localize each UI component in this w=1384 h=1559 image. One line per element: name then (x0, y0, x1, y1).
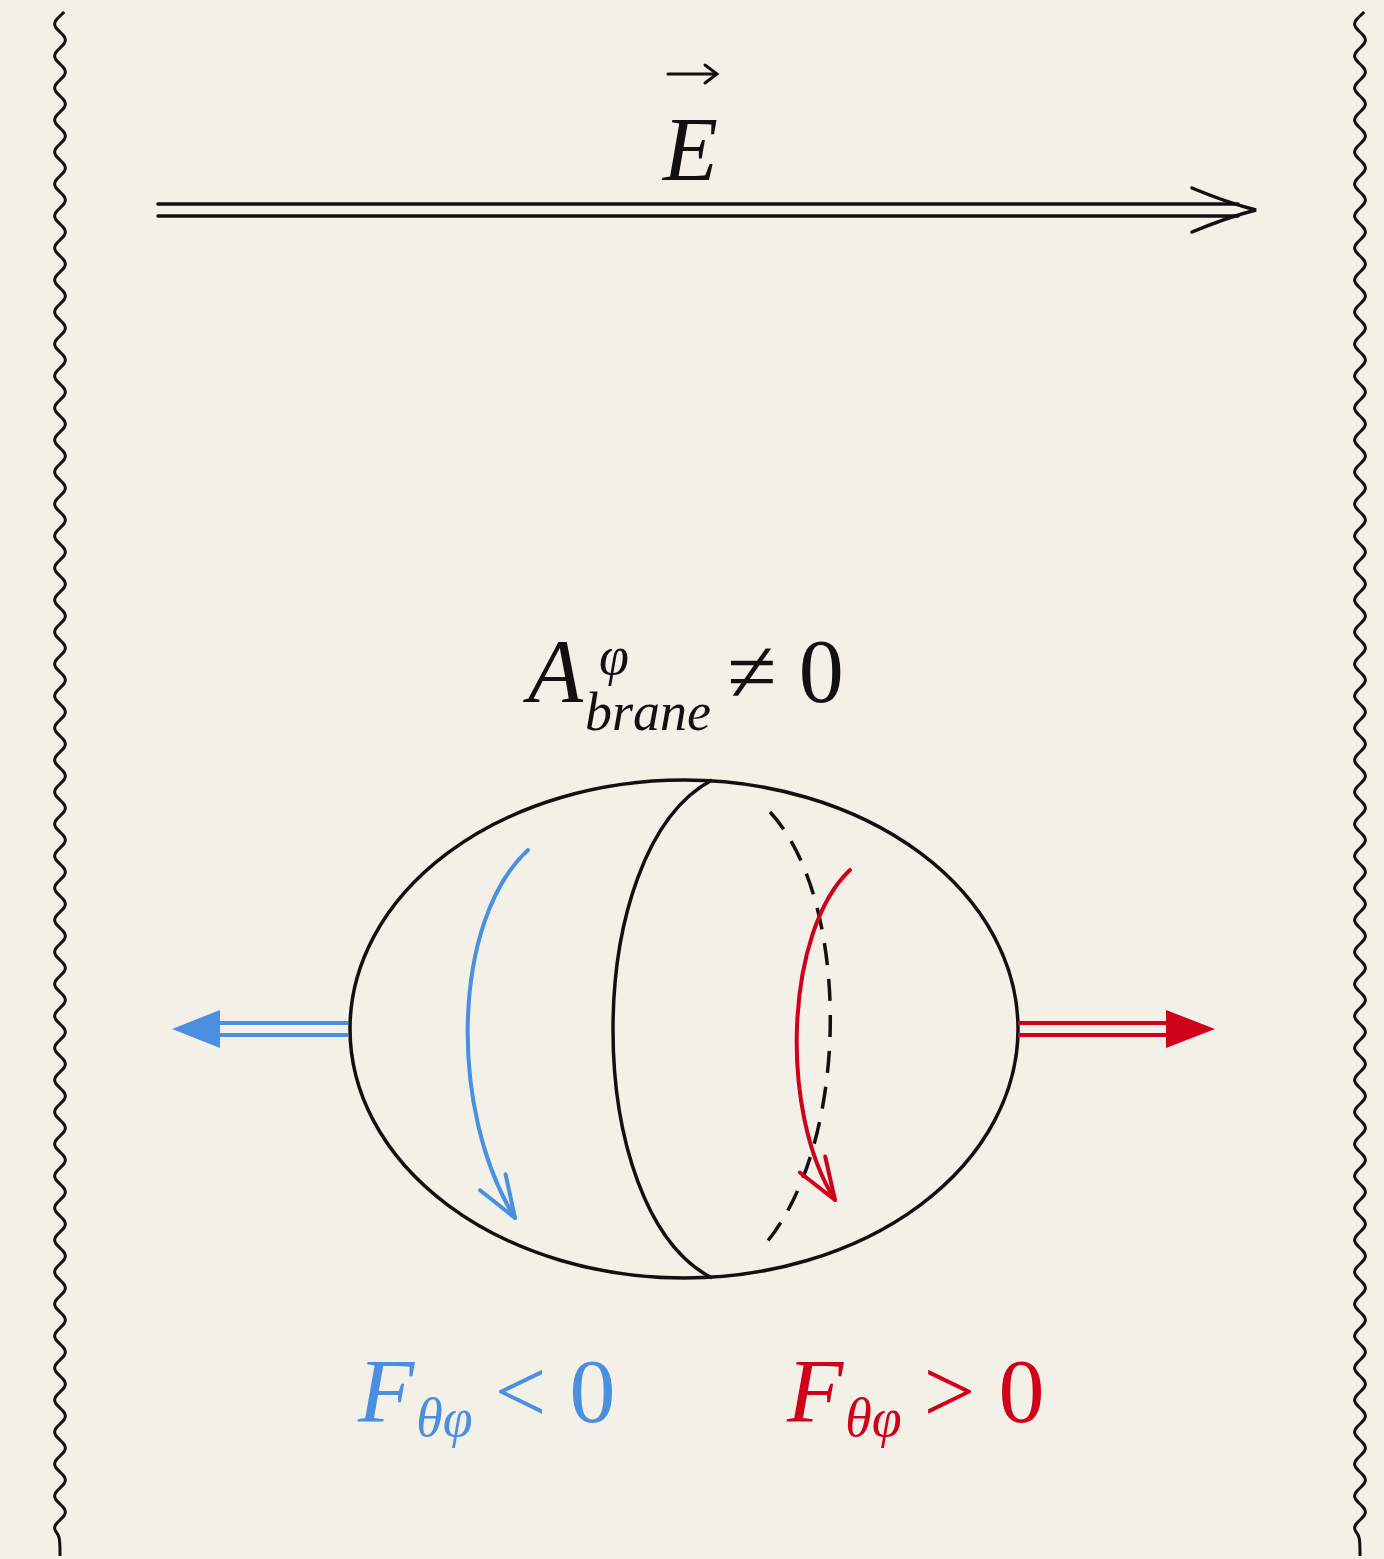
math-subscript: brane (585, 684, 711, 740)
field-strength-positive: Fθφ > 0 (787, 1338, 1045, 1449)
wavy-wall (1355, 12, 1366, 1556)
wavy-wall (55, 12, 66, 1556)
flux-arrow (468, 850, 528, 1218)
force-arrow-right (1018, 1010, 1215, 1048)
force-arrow-left (172, 1010, 348, 1048)
field-strength-negative: Fθφ < 0 (358, 1338, 616, 1449)
flux-arrow (797, 870, 850, 1200)
math-symbol: F (787, 1340, 843, 1442)
brane-sphere (350, 780, 1018, 1278)
potential-label: Aφbrane≠ 0 (528, 620, 844, 740)
field-label: E (663, 98, 718, 201)
math-symbol: > 0 (924, 1340, 1045, 1442)
vector-accent (668, 65, 717, 83)
math-subscript: θφ (845, 1388, 901, 1448)
math-symbol: A (528, 622, 583, 721)
math-symbol: < 0 (495, 1340, 616, 1442)
math-superscript: φ (599, 628, 629, 684)
boundary-walls (55, 12, 1366, 1556)
math-symbol: ≠ 0 (727, 622, 844, 721)
math-symbol: E (663, 100, 718, 199)
flux-arrows (468, 850, 850, 1218)
math-symbol: F (358, 1340, 414, 1442)
math-subscript: θφ (416, 1388, 472, 1448)
script-stack: φbrane (585, 628, 711, 740)
